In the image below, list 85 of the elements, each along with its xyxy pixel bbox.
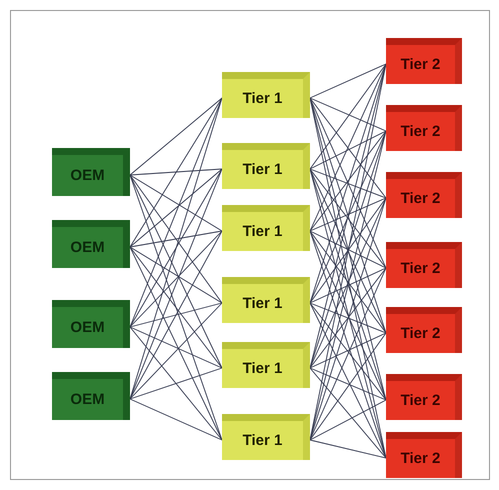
connector-line <box>130 246 222 304</box>
connector-line <box>130 246 222 368</box>
box-label: Tier 2 <box>400 57 440 72</box>
connector-line <box>310 332 386 368</box>
connector-line <box>130 302 222 400</box>
box-label: Tier 1 <box>242 361 282 376</box>
connector-line <box>310 440 386 458</box>
tier-two-box <box>386 432 462 478</box>
connector-line <box>310 130 386 170</box>
box-label: Tier 1 <box>242 162 282 177</box>
connector-line <box>310 230 386 334</box>
connector-line <box>130 302 222 328</box>
box-label: Tier 2 <box>400 124 440 139</box>
connector-line <box>130 230 222 400</box>
connector-line <box>310 302 386 458</box>
tier-one-box <box>222 72 310 118</box>
connector-line <box>130 230 222 248</box>
connector-line <box>310 64 386 232</box>
tier-two-box <box>386 307 462 353</box>
oem-box <box>52 220 130 268</box>
connector-line <box>310 130 386 304</box>
connector-line <box>130 168 222 328</box>
connector-line <box>310 332 386 440</box>
tier-two-box <box>386 172 462 218</box>
box-label: Tier 1 <box>242 433 282 448</box>
connector-line <box>130 174 222 368</box>
connector-line <box>310 198 386 232</box>
connector-line <box>310 302 386 400</box>
box-label: Tier 2 <box>400 326 440 341</box>
box-label: OEM <box>70 168 105 183</box>
tier-one-box <box>222 143 310 189</box>
connector-line <box>310 168 386 268</box>
tier-one-box <box>222 277 310 323</box>
connector-line <box>130 326 222 440</box>
connector-line <box>310 230 386 268</box>
connector-line <box>310 198 386 304</box>
box-label: Tier 2 <box>400 451 440 466</box>
connector-line <box>130 326 222 368</box>
oem-box <box>52 148 130 196</box>
connector-line <box>310 302 386 334</box>
connector-line <box>310 98 386 268</box>
connector-line <box>310 168 386 198</box>
connector-line <box>130 368 222 400</box>
connector-line <box>130 168 222 248</box>
tier-one-box <box>222 414 310 460</box>
connector-line <box>130 230 222 328</box>
connector-line <box>310 64 386 170</box>
connector-line <box>310 198 386 368</box>
connector-line <box>130 398 222 440</box>
connector-line <box>130 98 222 176</box>
connector-line <box>310 268 386 304</box>
connector-line <box>310 368 386 400</box>
tier-one-box <box>222 342 310 388</box>
connector-line <box>310 168 386 334</box>
connector-line <box>310 130 386 232</box>
connector-line <box>310 98 386 132</box>
tier-two-box <box>386 374 462 420</box>
connector-line <box>130 98 222 248</box>
connector-line <box>130 168 222 176</box>
box-label: Tier 1 <box>242 91 282 106</box>
box-label: Tier 2 <box>400 261 440 276</box>
box-label: Tier 2 <box>400 191 440 206</box>
box-label: Tier 1 <box>242 224 282 239</box>
box-label: Tier 1 <box>242 296 282 311</box>
connector-line <box>310 98 386 198</box>
connector-line <box>310 400 386 440</box>
box-label: Tier 2 <box>400 393 440 408</box>
box-label: OEM <box>70 240 105 255</box>
connector-line <box>310 230 386 400</box>
connector-line <box>310 268 386 440</box>
connector-line <box>310 64 386 98</box>
connector-line <box>310 268 386 368</box>
box-label: OEM <box>70 392 105 407</box>
box-label: OEM <box>70 320 105 335</box>
tier-two-box <box>386 38 462 84</box>
connector-line <box>310 368 386 458</box>
connector-line <box>130 174 222 232</box>
connector-line <box>130 98 222 328</box>
connector-line <box>130 246 222 440</box>
oem-box <box>52 372 130 420</box>
tier-two-box <box>386 105 462 151</box>
tier-one-box <box>222 205 310 251</box>
oem-box <box>52 300 130 348</box>
connector-line <box>130 174 222 304</box>
tier-two-box <box>386 242 462 288</box>
